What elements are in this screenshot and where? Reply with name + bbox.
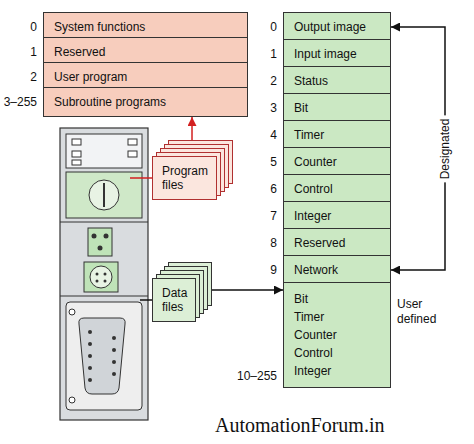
- db9-shell: [79, 318, 125, 394]
- row-number: 2: [269, 74, 278, 88]
- watermark: AutomationForum.in: [215, 414, 384, 437]
- panel-divider: [60, 296, 148, 297]
- row-number: 1: [29, 45, 38, 59]
- db9-screw: [69, 397, 75, 403]
- key-switch: [89, 180, 119, 210]
- row-label: Reserved: [294, 236, 345, 250]
- side-label: User defined: [397, 297, 436, 327]
- port-pin: [96, 280, 99, 283]
- led: [72, 160, 81, 165]
- mini-din-port: [90, 266, 112, 288]
- row-label: Reserved: [54, 45, 105, 59]
- data-file-row: 3Bit: [283, 93, 391, 123]
- db9-pin: [88, 342, 92, 346]
- db9-pin: [88, 354, 92, 358]
- terminal-screw: [98, 246, 103, 251]
- terminal-screw: [92, 234, 97, 239]
- row-number: 0: [269, 20, 278, 34]
- bracket-label: Designated: [438, 115, 452, 182]
- db9-pin: [112, 348, 116, 352]
- db9-screw: [69, 309, 75, 315]
- data-wire: [140, 299, 152, 301]
- row-number: 3–255: [3, 95, 38, 109]
- row-label: Input image: [294, 47, 357, 61]
- terminal-screw: [104, 234, 109, 239]
- program-wire: [130, 177, 152, 179]
- data-file-row: 0Output image: [283, 12, 391, 42]
- data-file-row: 1Input image: [283, 39, 391, 69]
- stack-label: Program files: [162, 164, 208, 192]
- row-label: Network: [294, 263, 338, 277]
- row-label: Status: [294, 74, 328, 88]
- led: [128, 139, 137, 145]
- data-file-row: 2Status: [283, 66, 391, 96]
- stack-label: Data files: [162, 286, 187, 314]
- program-file-row: 3–255Subroutine programs: [43, 87, 248, 117]
- db9-pin: [88, 330, 92, 334]
- row-number: 1: [269, 47, 278, 61]
- led: [72, 151, 81, 157]
- plc-body: [60, 128, 148, 420]
- data-file-row: 6Control: [283, 174, 391, 204]
- data-file-row: 10–255Bit Timer Counter Control IntegerU…: [283, 282, 391, 388]
- db9-pin: [112, 372, 116, 376]
- port-pin: [104, 280, 107, 283]
- row-number: 7: [269, 209, 278, 223]
- row-label: Bit Timer Counter Control Integer: [294, 290, 337, 380]
- db9-pin: [88, 378, 92, 382]
- key-panel: [66, 172, 142, 218]
- row-number: 2: [29, 70, 38, 84]
- row-label: Subroutine programs: [54, 95, 166, 109]
- row-label: User program: [54, 70, 127, 84]
- row-number: 10–255: [236, 369, 278, 383]
- db9-pin: [112, 336, 116, 340]
- row-number: 3: [269, 101, 278, 115]
- port-pin: [96, 273, 99, 276]
- data-file-row: 9Network: [283, 255, 391, 285]
- terminal-block: [88, 228, 112, 256]
- row-label: Integer: [294, 209, 331, 223]
- data-file-row: 8Reserved: [283, 228, 391, 258]
- db9-pins: [88, 330, 116, 382]
- connector-arrow: [391, 27, 445, 270]
- port-pin: [104, 273, 107, 276]
- row-label: Control: [294, 182, 333, 196]
- file-stack: Data files: [152, 262, 211, 322]
- key-slot: [103, 183, 105, 207]
- led: [128, 151, 137, 157]
- row-number: 5: [269, 155, 278, 169]
- row-label: System functions: [54, 20, 145, 34]
- page-sheet: [153, 279, 196, 322]
- connector-arrow: [191, 117, 193, 140]
- connector-arrow: [211, 289, 283, 291]
- row-label: Output image: [294, 20, 366, 34]
- row-label: Timer: [294, 128, 324, 142]
- row-label: Bit: [294, 101, 308, 115]
- led-panel: [66, 134, 142, 168]
- page-sheet: [153, 157, 217, 200]
- mini-din-panel: [84, 262, 118, 292]
- row-number: 4: [269, 128, 278, 142]
- row-number: 0: [29, 20, 38, 34]
- file-stack: Program files: [152, 140, 232, 200]
- data-file-row: 4Timer: [283, 120, 391, 150]
- led: [72, 139, 81, 145]
- row-number: 8: [269, 236, 278, 250]
- db9-pin: [88, 366, 92, 370]
- db9-pin: [112, 360, 116, 364]
- row-number: 9: [269, 263, 278, 277]
- row-label: Counter: [294, 155, 337, 169]
- db9-plate: [66, 302, 142, 410]
- data-file-row: 7Integer: [283, 201, 391, 231]
- row-number: 6: [269, 182, 278, 196]
- panel-divider: [60, 222, 148, 223]
- data-file-row: 5Counter: [283, 147, 391, 177]
